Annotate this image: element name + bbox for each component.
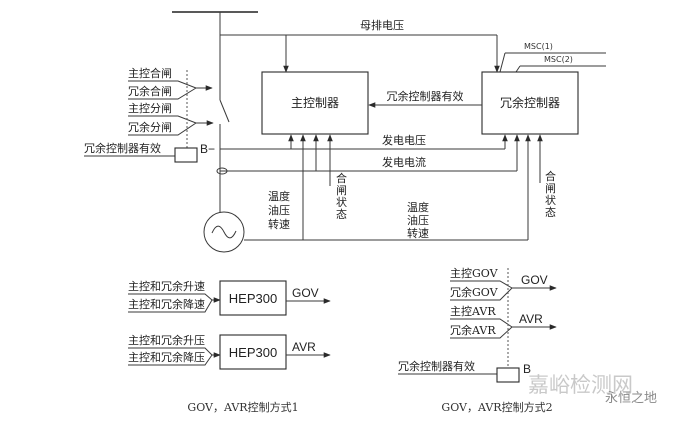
b-minus-label: B− [200,142,215,156]
mode1-caption: GOV，AVR控制方式1 [187,400,298,414]
redundant-sensor-oil: 油压 [407,213,429,227]
mode2-caption: GOV，AVR控制方式2 [441,400,552,414]
redundant-controller-label: 冗余控制器 [500,95,560,110]
mode2-redundant-valid: 冗余控制器有效 [398,359,475,373]
mode1-speed-up: 主控和冗余升速 [128,279,205,293]
hep300-box-2 [219,334,287,370]
b-minus-box [174,147,198,163]
redundant-sensor-speed: 转速 [407,226,429,240]
redundant-sensor-temp: 温度 [407,200,429,214]
mode2-gov-label: GOV [521,273,548,287]
hep300-label-1: HEP300 [229,291,277,306]
redundant-valid-arrow-label: 冗余控制器有效 [387,89,464,103]
mode2-main-avr: 主控AVR [450,304,496,318]
busbar [172,11,258,213]
mode1-volt-down: 主控和冗余降压 [128,350,205,364]
main-sensor-temp: 温度 [268,189,290,203]
main-status-c2: 闸 [336,184,347,197]
generator-symbol [203,211,245,253]
main-controller-box [261,71,369,135]
main-controller-label: 主控制器 [291,96,339,110]
redundant-status-c1: 合 [545,169,556,183]
redundant-status-c3: 状 [545,193,556,207]
mode2-avr-label: AVR [519,312,543,326]
bus-voltage-label: 母排电压 [360,18,404,32]
main-status-c3: 状 [336,195,347,209]
msc2-label: MSC(2) [544,55,573,64]
main-close-label: 主控合闸 [128,66,172,80]
redundant-status-c2: 闸 [545,182,556,195]
mode2-redundant-avr: 冗余AVR [450,323,496,337]
watermark-tag: 永恒之地 [605,391,657,406]
msc1-label: MSC(1) [524,42,553,51]
redundant-valid-label-left: 冗余控制器有效 [84,141,161,155]
redundant-open-label: 冗余分闸 [128,120,172,134]
watermark-site: 嘉峪检测网 [528,373,633,397]
mode1-gov-label: GOV [292,286,319,300]
hep300-box-1 [219,280,287,316]
mode1-avr-label: AVR [292,340,316,354]
main-sensor-speed: 转速 [268,217,290,231]
mode2-b-label: B [523,362,531,376]
mode2-redundant-gov: 冗余GOV [450,285,499,299]
redundant-close-label: 冗余合闸 [128,84,172,98]
main-open-label: 主控分闸 [128,101,172,115]
breaker-contact [219,99,230,123]
redundant-controller-box [481,71,579,135]
hep300-label-2: HEP300 [229,345,277,360]
redundant-status-c4: 态 [545,206,556,219]
mode2-b-box [496,367,520,383]
gen-current-label: 发电电流 [382,155,426,169]
mode1-diagram: 主控和冗余升速 主控和冗余降速 HEP300 GOV 主控和冗余升压 主控和冗余… [128,279,331,414]
mode1-volt-up: 主控和冗余升压 [128,333,205,347]
mode2-main-gov: 主控GOV [450,266,499,280]
current-transformer [216,167,228,175]
mode1-speed-down: 主控和冗余降速 [128,297,205,311]
main-sensor-oil: 油压 [268,203,290,217]
gen-voltage-label: 发电电压 [382,133,426,147]
mode2-diagram: 主控GOV 冗余GOV GOV 主控AVR 冗余AVR AVR 冗余控制器有效 … [398,266,557,414]
main-status-c1: 合 [336,171,347,185]
main-status-c4: 态 [336,208,347,221]
